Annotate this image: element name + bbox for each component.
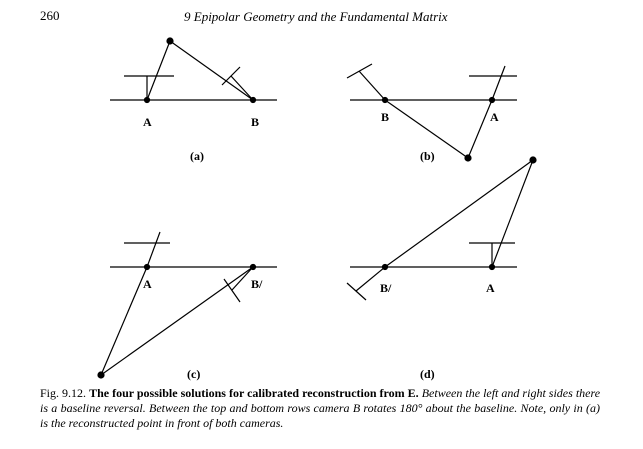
label-a: A xyxy=(143,277,152,291)
label-b: B xyxy=(381,110,389,124)
label-a: A xyxy=(490,110,499,124)
label-a: A xyxy=(486,281,495,295)
subfigure-label-c: (c) xyxy=(187,367,200,381)
label-b: B xyxy=(251,115,259,129)
camera-center-a xyxy=(143,263,151,271)
ray-b xyxy=(384,99,469,159)
ray-a xyxy=(146,40,171,101)
subfigure-label-b: (b) xyxy=(420,149,435,163)
reconstructed-point xyxy=(97,371,105,379)
reconstructed-point xyxy=(464,154,472,162)
camera-a-axis xyxy=(146,231,161,268)
panel-d xyxy=(346,156,537,301)
camera-center-b-prime xyxy=(249,263,257,271)
camera-center-a xyxy=(488,96,496,104)
label-b-prime: B/ xyxy=(380,281,392,295)
panel-a xyxy=(110,37,277,104)
subfigure-label-d: (d) xyxy=(420,367,435,381)
camera-center-b xyxy=(381,96,389,104)
camera-b-axis xyxy=(358,70,386,101)
reconstructed-point xyxy=(529,156,537,164)
panel-b xyxy=(346,63,517,162)
page-number: 260 xyxy=(40,8,60,23)
subfigure-label-a: (a) xyxy=(190,149,204,163)
camera-a-axis xyxy=(491,65,506,101)
ray-a xyxy=(491,159,534,268)
ray-a xyxy=(100,266,148,376)
figure-number: Fig. 9.12. xyxy=(40,386,87,400)
ray-b xyxy=(384,159,534,268)
caption-title: The four possible solutions for calibrat… xyxy=(89,386,419,400)
ray-b xyxy=(100,266,254,376)
caption-body: Between the left and right sides there i… xyxy=(40,386,601,430)
camera-center-a xyxy=(488,263,496,271)
camera-b-axis xyxy=(355,266,386,292)
running-title: 9 Epipolar Geometry and the Fundamental … xyxy=(184,9,448,24)
ray-a xyxy=(467,99,493,159)
camera-center-a xyxy=(143,96,151,104)
camera-b-plane xyxy=(223,278,241,303)
camera-b-axis xyxy=(231,266,254,291)
panel-c xyxy=(97,231,277,379)
label-b-prime: B/ xyxy=(251,277,263,291)
camera-center-b xyxy=(249,96,257,104)
reconstructed-point xyxy=(166,37,174,45)
camera-b-axis xyxy=(230,75,254,101)
camera-b-plane xyxy=(346,282,367,301)
camera-center-b-prime xyxy=(381,263,389,271)
label-a: A xyxy=(143,115,152,129)
figure-caption: Fig. 9.12. The four possible solutions f… xyxy=(40,386,600,431)
ray-b xyxy=(169,40,254,101)
